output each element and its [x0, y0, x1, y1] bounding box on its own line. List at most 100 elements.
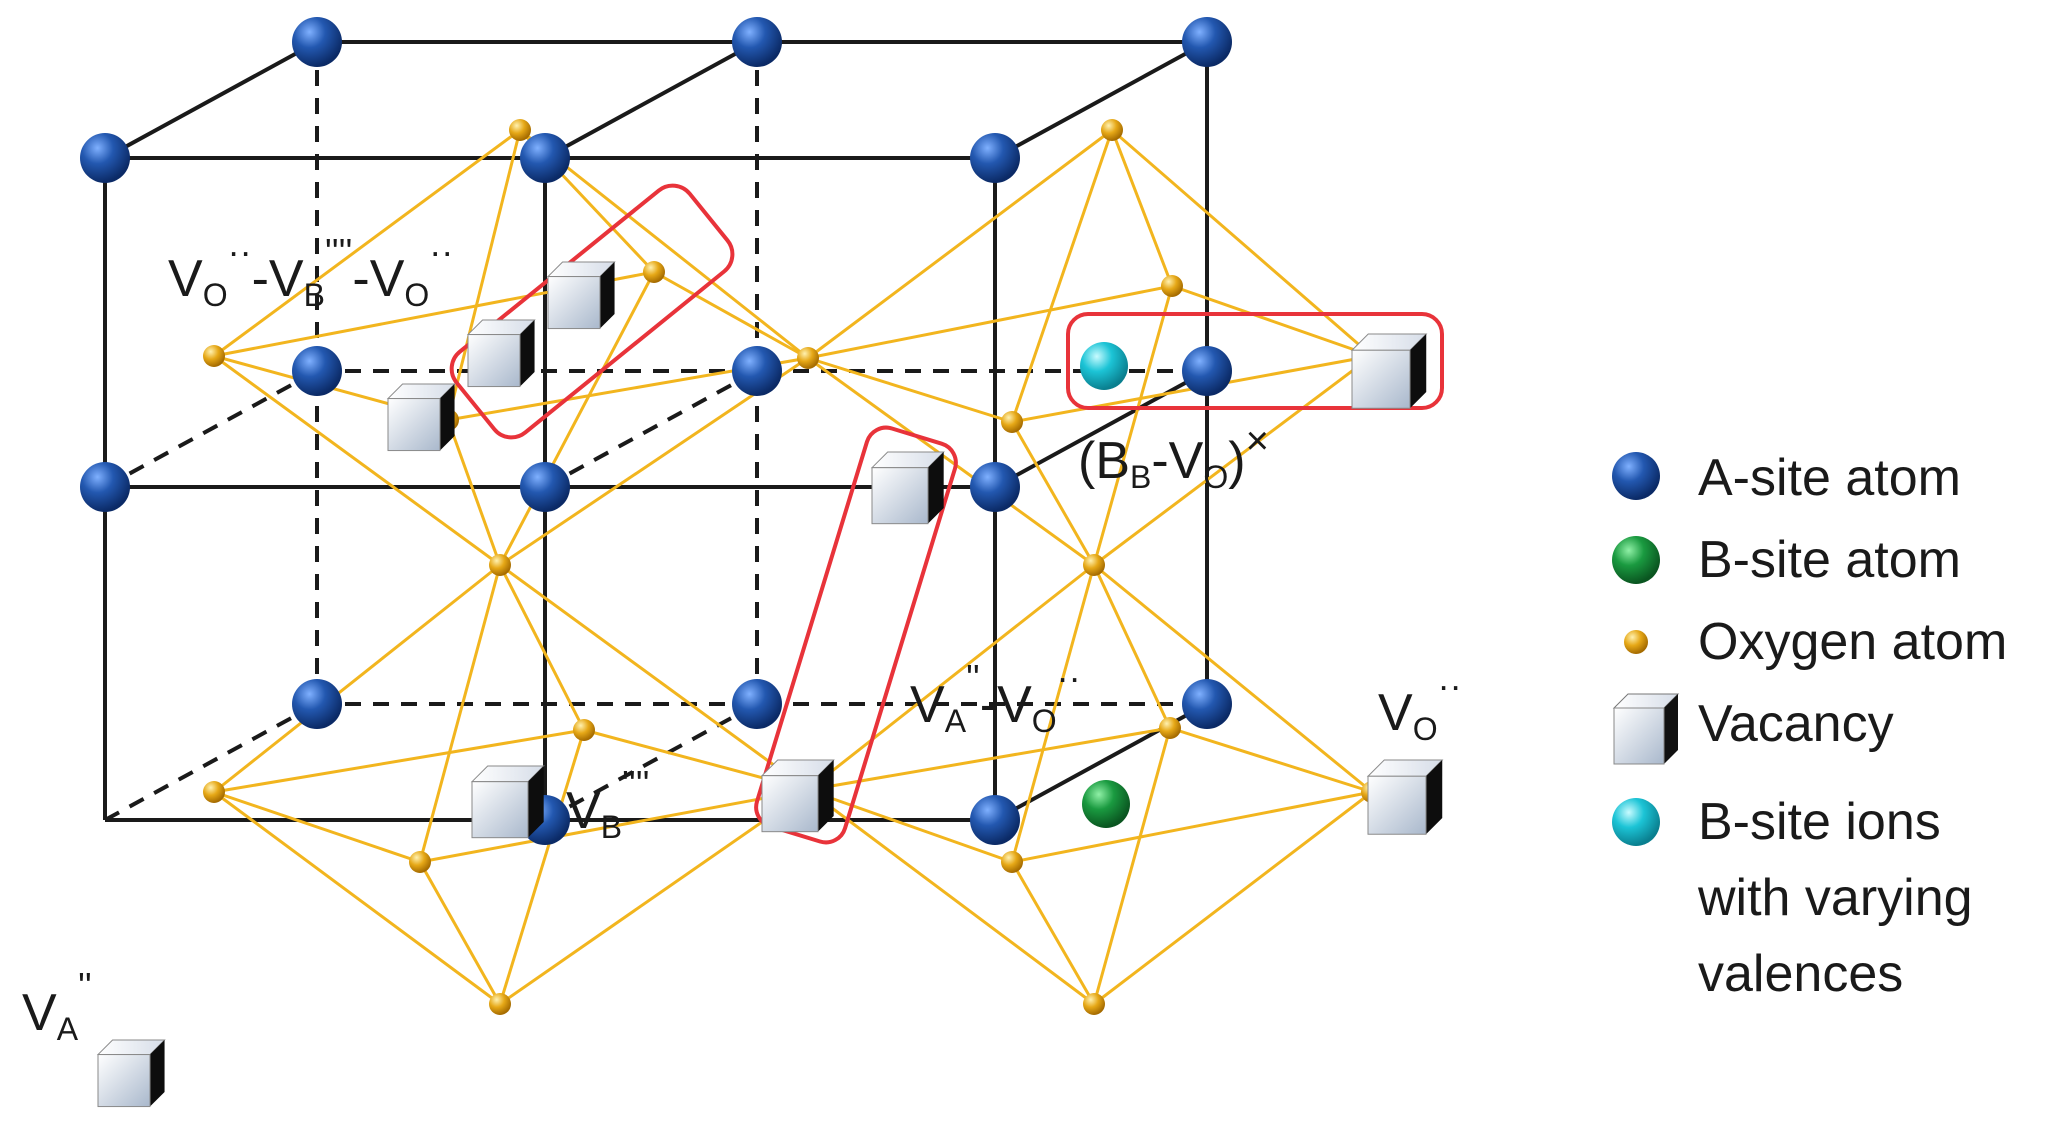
bond: [1092, 727, 1172, 1005]
vacancy-side-face: [1410, 334, 1427, 409]
b-site-atoms: [1080, 342, 1130, 828]
a-site-atom: [732, 346, 782, 396]
label-bb-vo: (BB-VO)×: [1078, 419, 1269, 495]
bond: [807, 563, 1095, 792]
bond: [1092, 285, 1174, 566]
vacancy-side-face: [440, 384, 455, 451]
bond: [519, 128, 809, 360]
bond: [498, 729, 586, 1005]
vacancy-icon: [1612, 693, 1680, 765]
oxygen-atom: [573, 719, 595, 741]
vacancy-side-face: [150, 1040, 165, 1107]
oxygen-atom: [203, 781, 225, 803]
b-site-atom: [1082, 780, 1130, 828]
vacancy-front-face: [471, 781, 529, 839]
vacancy-cube: [760, 759, 835, 833]
vacancy-side-face: [1426, 760, 1443, 835]
vacancy-front-face: [97, 1054, 151, 1108]
bond: [1010, 421, 1096, 566]
bond: [213, 128, 521, 358]
label-vo-vb-vo: VO··-VB''''-VO··: [168, 231, 453, 313]
hidden-edge: [104, 702, 318, 822]
vacancy-front-face: [1351, 349, 1411, 409]
bond: [1110, 129, 1174, 287]
vacancy-front-face: [467, 334, 521, 388]
a-site-atom: [80, 462, 130, 512]
oxygen-atom: [643, 261, 665, 283]
a-site-atom: [80, 133, 130, 183]
a-site-atom: [970, 133, 1020, 183]
bond: [213, 563, 501, 794]
vacancy-front-face: [761, 775, 819, 833]
bond: [213, 354, 501, 567]
bond: [807, 788, 1095, 1006]
legend-label-oxygen: Oxygen atom: [1698, 613, 2008, 671]
bond: [807, 284, 1173, 360]
bond: [807, 356, 1095, 567]
vacancy-cube: [470, 765, 545, 839]
label-vo: VO··: [1378, 665, 1462, 747]
oxygen-atom-icon: [1624, 630, 1648, 654]
depth-edge: [994, 369, 1208, 489]
a-site-atom: [1182, 346, 1232, 396]
bond: [419, 788, 809, 864]
hidden-cube-edges: [104, 42, 1207, 822]
oxygen-atom: [203, 345, 225, 367]
vacancy-side-face: [528, 766, 544, 838]
depth-edge: [994, 40, 1208, 160]
oxygen-atom: [1161, 275, 1183, 297]
a-site-atom: [970, 462, 1020, 512]
b-site-atom-icon: [1612, 536, 1660, 584]
bond: [446, 129, 522, 421]
oxygen-atom: [1001, 411, 1023, 433]
legend-label-b-site-ion-line3: valences: [1698, 945, 1904, 1003]
b-site-ion: [1080, 342, 1128, 390]
vacancies: [96, 261, 1444, 1108]
bond: [213, 790, 501, 1006]
oxygen-atom: [1001, 851, 1023, 873]
vacancy-cube: [546, 261, 616, 330]
bond: [213, 790, 421, 864]
oxygen-atom: [797, 347, 819, 369]
vacancy-front-face: [871, 467, 929, 525]
vacancy-cube: [870, 451, 945, 525]
label-vb: VB'''': [566, 763, 650, 845]
hidden-edge: [104, 369, 318, 489]
bond: [499, 563, 809, 792]
vacancy-side-face: [818, 760, 834, 832]
oxygen-atom: [509, 119, 531, 141]
hidden-edge: [544, 369, 758, 489]
a-site-atom: [520, 133, 570, 183]
legend-label-b-site: B-site atom: [1698, 531, 1961, 589]
hidden-edge: [544, 702, 758, 822]
oxygen-atom: [1083, 993, 1105, 1015]
oxygen-atom: [1101, 119, 1123, 141]
bond: [498, 564, 586, 731]
bond: [1093, 354, 1373, 567]
bond: [418, 861, 502, 1005]
vacancy-cube: [1366, 759, 1444, 835]
a-site-atom-icon: [1612, 452, 1660, 500]
label-va-vo: VA''-VO··: [910, 657, 1081, 739]
bond: [1169, 726, 1373, 794]
legend-label-vacancy: Vacancy: [1698, 695, 1894, 753]
bond: [1010, 861, 1096, 1005]
bond: [1010, 129, 1114, 423]
a-site-atom: [1182, 17, 1232, 67]
oxygen-atom: [409, 851, 431, 873]
vacancy-cube: [466, 319, 536, 388]
bond: [446, 419, 502, 566]
bond: [499, 788, 809, 1006]
a-site-atom: [1182, 679, 1232, 729]
a-site-atom: [292, 17, 342, 67]
octahedra-bonds: [213, 128, 1373, 1006]
a-site-atom: [732, 17, 782, 67]
bond: [1093, 563, 1373, 794]
vacancy-front-face: [387, 398, 441, 452]
bond: [213, 728, 585, 794]
bond: [1092, 564, 1172, 729]
a-site-atom: [970, 795, 1020, 845]
bond: [807, 726, 1171, 792]
a-site-atom: [292, 679, 342, 729]
